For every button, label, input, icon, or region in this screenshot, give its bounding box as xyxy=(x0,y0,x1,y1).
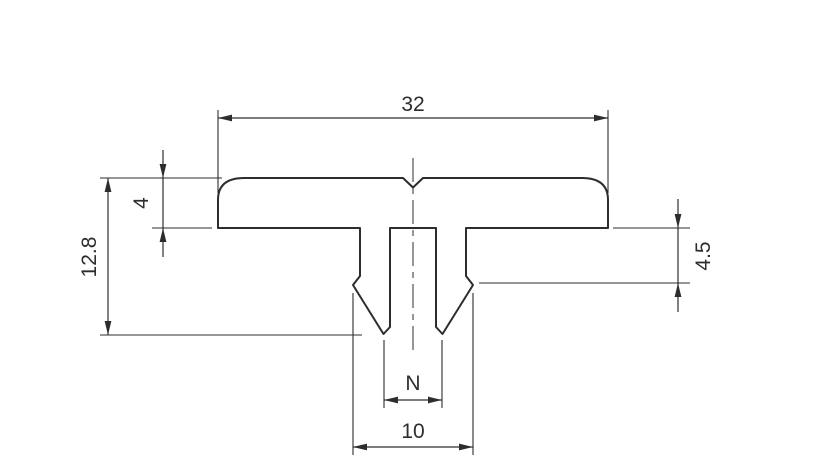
dimension-leg-depth: 4.5 xyxy=(479,199,715,312)
profile-geometry xyxy=(217,158,609,350)
arrowhead-up-icon xyxy=(674,283,682,297)
dimension-channel-width: N xyxy=(383,340,443,408)
dimension-label-total-height: 12.8 xyxy=(78,237,101,278)
arrowhead-right-icon xyxy=(594,114,608,122)
arrowhead-left-icon xyxy=(384,396,398,404)
dimension-label-leg-depth: 4.5 xyxy=(692,241,715,270)
arrowhead-right-icon xyxy=(428,396,442,404)
arrowhead-left-icon xyxy=(218,114,232,122)
dimension-label-stem-width: 10 xyxy=(401,420,424,443)
dimension-label-channel-width: N xyxy=(405,372,420,395)
arrowhead-up-icon xyxy=(104,178,112,192)
arrowhead-right-icon xyxy=(459,443,473,451)
dimension-cap-thickness: 4 xyxy=(100,150,222,257)
arrowhead-left-icon xyxy=(353,443,367,451)
arrowhead-down-icon xyxy=(104,321,112,335)
arrowhead-down-icon xyxy=(159,164,167,178)
t-profile-outline xyxy=(217,177,609,335)
dimension-total-height: 12.8 xyxy=(78,178,362,336)
arrowhead-down-icon xyxy=(674,214,682,228)
arrowhead-up-icon xyxy=(159,228,167,242)
dimension-label-top-width: 32 xyxy=(401,93,424,116)
dimension-top-width: 32 xyxy=(217,93,609,193)
dimension-label-cap-thickness: 4 xyxy=(130,197,153,209)
dimension-stem-width: 10 xyxy=(352,293,474,455)
